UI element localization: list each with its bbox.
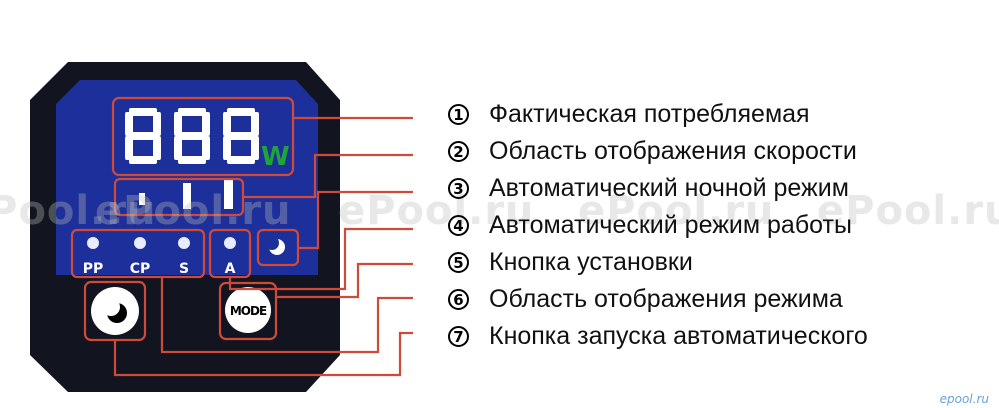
digit-segment	[251, 136, 259, 160]
digit-segment	[223, 112, 231, 136]
callout-text: Область отображения режима	[489, 285, 843, 313]
watermark: ePool.ru	[338, 188, 535, 234]
leader-5	[276, 262, 413, 299]
callout-label: 4 Автоматический режим работы	[448, 207, 868, 244]
digit-segment	[129, 108, 157, 116]
callout-leaders	[113, 116, 413, 377]
digit-segment	[202, 112, 210, 136]
callout-number: 6	[448, 289, 469, 310]
leader-2	[243, 153, 413, 199]
indicator-label-cp: CP	[130, 261, 151, 277]
callout-number: 5	[448, 252, 469, 273]
digit-segment	[202, 136, 210, 160]
digit-segment	[227, 156, 255, 164]
callout-number: 4	[448, 215, 469, 236]
callout-number: 7	[448, 326, 469, 347]
mode-indicators: PP CP S A	[83, 237, 236, 277]
indicator-label-pp: PP	[83, 261, 104, 277]
watermark: ePool.ru	[0, 188, 157, 234]
mode-button-label: MODE	[230, 304, 267, 318]
night-mode-button[interactable]	[91, 287, 139, 335]
callout-text: Кнопка установки	[489, 248, 693, 276]
callout-label: 6 Область отображения режима	[448, 281, 868, 318]
leader-7	[113, 331, 413, 377]
indicator-dot-pp	[87, 237, 99, 249]
digit-segment	[125, 136, 133, 160]
watermark: ePool.ru	[95, 188, 292, 234]
digit-segment	[251, 112, 259, 136]
digit-segment	[227, 132, 255, 140]
digit-segment	[178, 156, 206, 164]
digit-segment	[227, 108, 255, 116]
watermark: ePool.ru	[578, 188, 775, 234]
corner-watermark: epool.ru	[939, 392, 989, 406]
callout-number: 1	[448, 104, 469, 125]
digit-segment	[178, 108, 206, 116]
power-display	[125, 108, 259, 164]
indicator-dot-a	[224, 237, 236, 249]
callout-box-mode-button	[218, 281, 278, 341]
digit-segment	[174, 112, 182, 136]
callout-label: 1 Фактическая потребляемая	[448, 96, 868, 133]
indicator-label-s: S	[179, 261, 189, 277]
digit-segment	[125, 112, 133, 136]
digit-segment	[174, 136, 182, 160]
callout-box-modes	[70, 228, 206, 279]
digit-segment	[223, 136, 231, 160]
callout-boxes	[70, 96, 300, 342]
callout-label-list: 1 Фактическая потребляемая 2 Область ото…	[448, 96, 868, 355]
callout-text: Фактическая потребляемая	[489, 100, 810, 128]
display-digit	[125, 108, 161, 164]
leader-3	[298, 190, 413, 250]
night-mode-indicator	[265, 236, 285, 255]
speed-bars	[139, 178, 233, 209]
callout-box-power	[111, 96, 295, 177]
display-digit	[223, 108, 259, 164]
callout-label: 2 Область отображения скорости	[448, 133, 868, 170]
digit-segment	[178, 132, 206, 140]
callout-label: 3 Автоматический ночной режим	[448, 170, 868, 207]
callout-text: Автоматический ночной режим	[489, 174, 849, 202]
indicator-label-a: A	[225, 261, 236, 277]
indicator-dot-cp	[134, 237, 146, 249]
digit-segment	[153, 136, 161, 160]
leader-6	[160, 277, 413, 354]
digit-segment	[153, 112, 161, 136]
digit-segment	[129, 156, 157, 164]
callout-text: Автоматический режим работы	[489, 211, 852, 239]
callout-number: 2	[448, 141, 469, 162]
display-digit	[174, 108, 210, 164]
callout-text: Кнопка запуска автоматического	[489, 322, 868, 350]
callout-number: 3	[448, 178, 469, 199]
callout-text: Область отображения скорости	[489, 137, 857, 165]
digit-segment	[129, 132, 157, 140]
leader-4	[228, 227, 413, 291]
callout-label: 5 Кнопка установки	[448, 244, 868, 281]
callout-label: 7 Кнопка запуска автоматического	[448, 318, 868, 355]
power-unit-label: W	[261, 142, 290, 172]
watermark: ePool.ru	[817, 188, 999, 234]
indicator-dot-s	[178, 237, 190, 249]
moon-icon	[102, 298, 127, 323]
mode-button[interactable]: MODE	[225, 287, 271, 333]
